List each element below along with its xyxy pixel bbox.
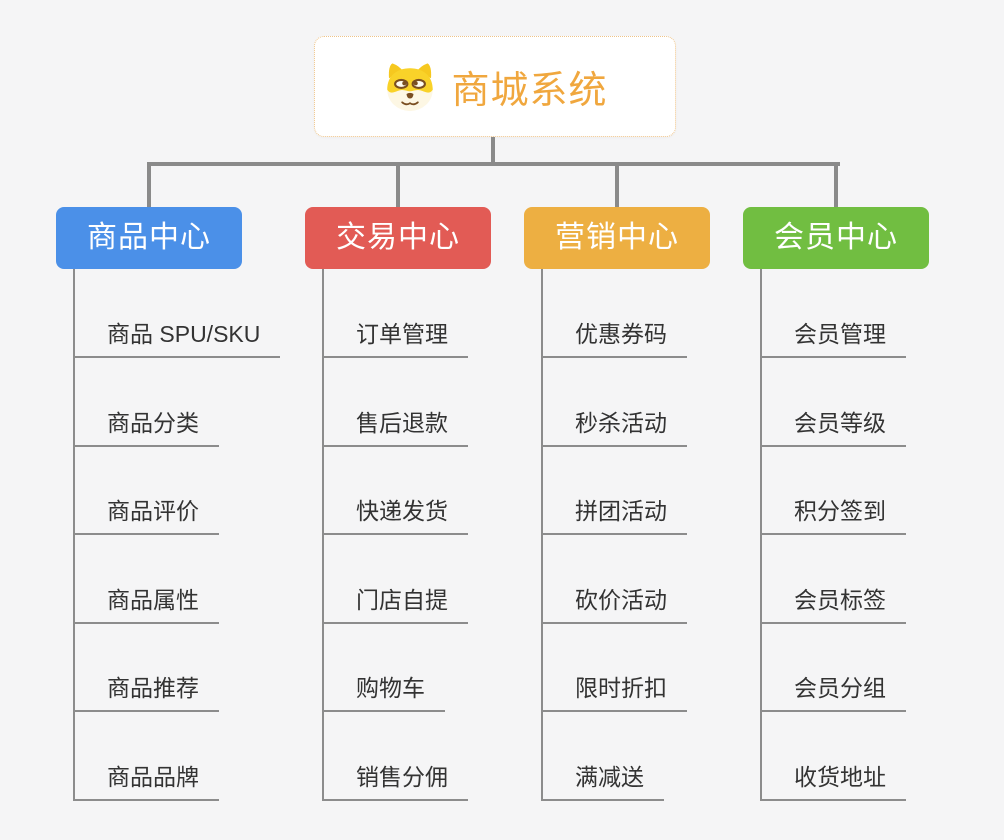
tree-leaf[interactable]: 会员分组	[760, 673, 906, 712]
dog-face-icon	[387, 62, 434, 111]
tree-leaf[interactable]: 商品 SPU/SKU	[73, 319, 281, 358]
tree-leaf[interactable]: 商品推荐	[73, 673, 219, 712]
connector-drop-3	[615, 162, 619, 207]
tree-leaf[interactable]: 购物车	[322, 673, 445, 712]
tree-leaf[interactable]: 收货地址	[760, 762, 906, 801]
branch-column-member: 会员管理会员等级积分签到会员标签会员分组收货地址	[760, 269, 1004, 801]
tree-leaf[interactable]: 商品品牌	[73, 762, 219, 801]
root-node[interactable]: 商城系统	[314, 36, 676, 137]
tree-leaf[interactable]: 限时折扣	[541, 673, 687, 712]
tree-leaf[interactable]: 秒杀活动	[541, 408, 687, 447]
tree-leaf[interactable]: 满减送	[541, 762, 664, 801]
branch-node-member[interactable]: 会员中心	[743, 207, 929, 269]
tree-leaf[interactable]: 门店自提	[322, 585, 468, 624]
tree-leaf[interactable]: 售后退款	[322, 408, 468, 447]
branch-column-marketing: 优惠券码秒杀活动拼团活动砍价活动限时折扣满减送	[541, 269, 801, 801]
tree-leaf[interactable]: 商品属性	[73, 585, 219, 624]
branch-node-marketing[interactable]: 营销中心	[524, 207, 710, 269]
connector-horizontal-bar	[147, 162, 840, 166]
tree-leaf[interactable]: 积分签到	[760, 496, 906, 535]
connector-drop-4	[834, 162, 838, 207]
tree-leaf[interactable]: 商品评价	[73, 496, 219, 535]
tree-leaf[interactable]: 商品分类	[73, 408, 219, 447]
tree-leaf[interactable]: 快递发货	[322, 496, 468, 535]
tree-leaf[interactable]: 会员等级	[760, 408, 906, 447]
connector-drop-2	[396, 162, 400, 207]
tree-leaf[interactable]: 会员管理	[760, 319, 906, 358]
branch-node-trade[interactable]: 交易中心	[305, 207, 491, 269]
branch-node-product[interactable]: 商品中心	[56, 207, 242, 269]
tree-leaf[interactable]: 会员标签	[760, 585, 906, 624]
tree-leaf[interactable]: 砍价活动	[541, 585, 687, 624]
connector-root-drop	[491, 137, 495, 162]
branch-column-product: 商品 SPU/SKU 商品分类商品评价商品属性商品推荐商品品牌	[73, 269, 333, 801]
branch-column-trade: 订单管理售后退款快递发货门店自提购物车销售分佣	[322, 269, 582, 801]
connector-drop-1	[147, 162, 151, 207]
tree-leaf[interactable]: 拼团活动	[541, 496, 687, 535]
tree-leaf[interactable]: 订单管理	[322, 319, 468, 358]
tree-leaf[interactable]: 优惠券码	[541, 319, 687, 358]
root-title: 商城系统	[451, 70, 608, 112]
tree-leaf[interactable]: 销售分佣	[322, 762, 468, 801]
